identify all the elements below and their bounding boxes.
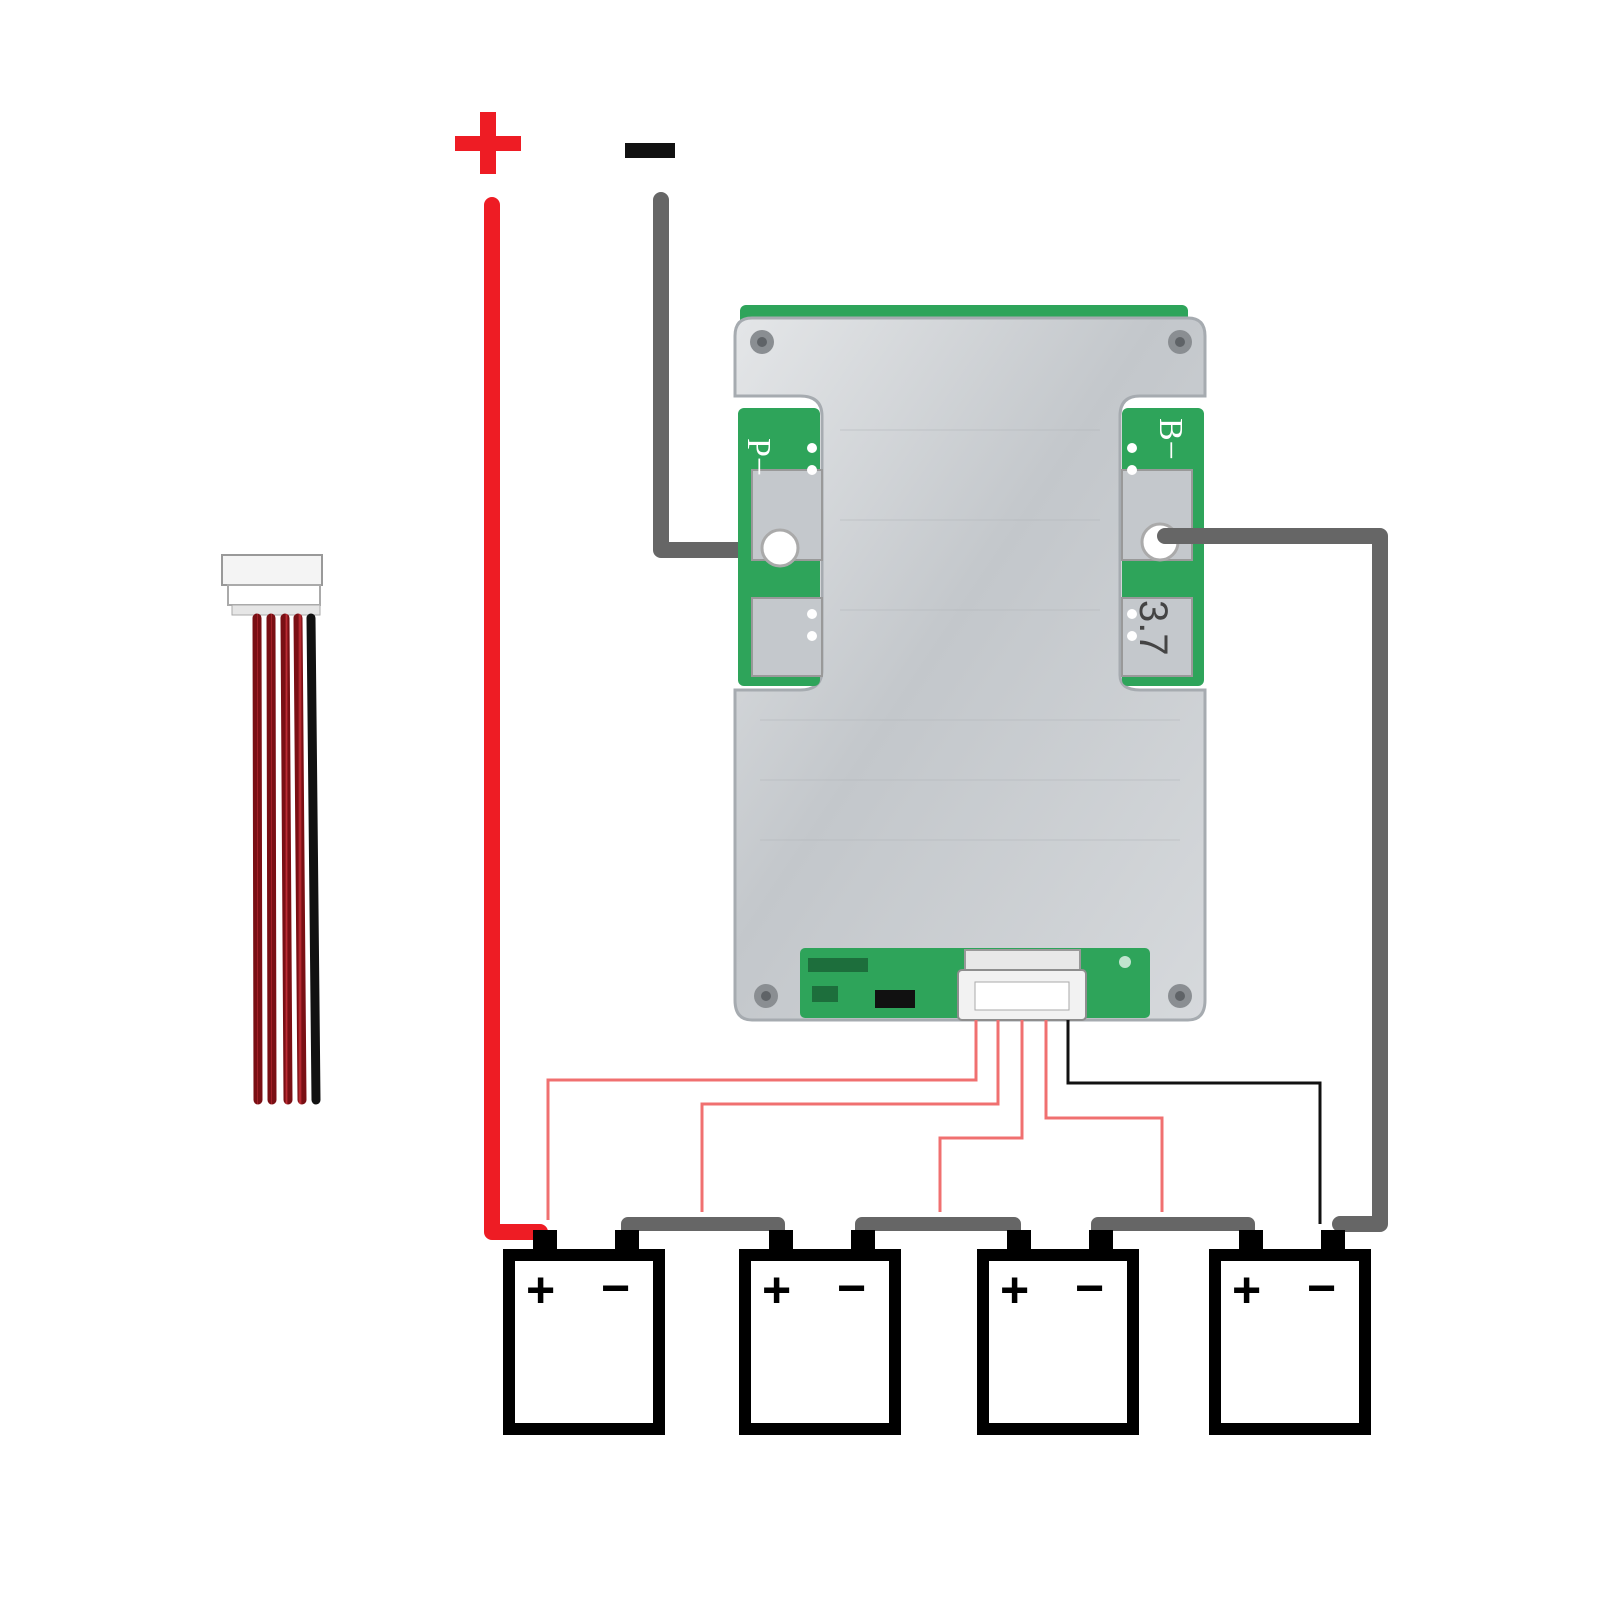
balance-wires	[546, 1020, 1322, 1224]
negative-terminal-label: -	[625, 143, 675, 158]
battery-cell: + −	[1209, 1230, 1371, 1435]
cell-negative-label: −	[601, 1260, 630, 1316]
balance-wire-ground	[1066, 1020, 1322, 1224]
series-link	[621, 1217, 785, 1245]
b-minus-wire	[1157, 528, 1388, 1232]
screw-icon	[1168, 984, 1192, 1008]
cell-negative-label: −	[1075, 1260, 1104, 1316]
balance-wire	[700, 1020, 1000, 1212]
balance-lead-harness	[221, 554, 323, 1105]
screw-icon	[754, 984, 778, 1008]
p-minus-pad-hole	[760, 528, 800, 568]
balance-wire	[1044, 1020, 1164, 1212]
cell-positive-label: +	[1000, 1262, 1029, 1318]
cell-positive-label: +	[762, 1262, 791, 1318]
b-minus-pad-label: B−	[1152, 418, 1189, 460]
cell-negative-label: −	[837, 1260, 866, 1316]
cell-positive-label: +	[1232, 1262, 1261, 1318]
balance-wire	[938, 1020, 1024, 1212]
screw-icon	[1168, 330, 1192, 354]
bms-board: P− B− 3.7	[733, 305, 1207, 1022]
battery-cell: + −	[739, 1230, 901, 1435]
board-printed-text: 3.7	[1131, 600, 1175, 656]
positive-terminal-label: +	[455, 112, 521, 174]
series-link	[855, 1217, 1021, 1245]
battery-cell: + −	[503, 1230, 665, 1435]
p-minus-pad-label: P−	[740, 438, 777, 476]
battery-cell: + −	[977, 1230, 1139, 1435]
p-minus-wire	[653, 192, 783, 558]
screw-icon	[750, 330, 774, 354]
cell-positive-label: +	[526, 1262, 555, 1318]
balance-wire	[546, 1020, 978, 1220]
series-link	[1091, 1217, 1255, 1245]
positive-main-wire	[484, 197, 548, 1240]
series-links	[621, 1217, 1255, 1245]
cell-negative-label: −	[1307, 1260, 1336, 1316]
balance-connector	[957, 949, 1087, 1021]
